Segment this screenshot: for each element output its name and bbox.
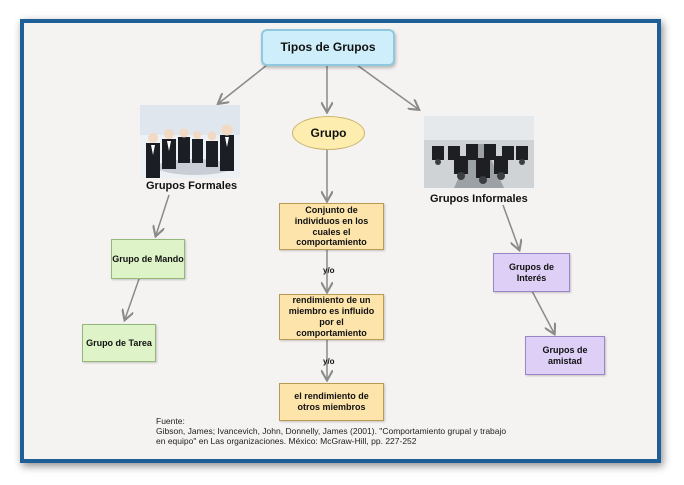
connector-arrows bbox=[24, 64, 657, 459]
grupos-informales-label: Grupos Informales bbox=[430, 193, 528, 205]
source-heading: Fuente: bbox=[156, 416, 185, 426]
center-box-3: el rendimiento de otros miembros bbox=[279, 383, 384, 421]
center-box-2: rendimiento de un miembro es influido po… bbox=[279, 294, 384, 340]
grupos-formales-label: Grupos Formales bbox=[146, 180, 238, 192]
arrow-interes-to-amistad bbox=[531, 290, 554, 333]
diagram-title: Tipos de Grupos bbox=[261, 29, 395, 66]
grupo-oval: Grupo bbox=[292, 116, 365, 150]
source-line-2: en equipo" en Las organizaciones. México… bbox=[156, 436, 417, 447]
grupos-de-interes-box: Grupos de Interés bbox=[493, 253, 570, 292]
connector-yo-1: y/o bbox=[323, 266, 335, 275]
motorcycle-group-photo bbox=[424, 116, 534, 188]
source-citation: Fuente: Gibson, James; Ivancevich, John,… bbox=[156, 416, 556, 447]
grupo-de-tarea-box: Grupo de Tarea bbox=[82, 324, 156, 362]
arrow-title-to-formales bbox=[219, 64, 268, 103]
arrow-title-to-informales bbox=[356, 64, 418, 109]
arrow-informales-to-interes bbox=[502, 204, 519, 249]
concept-map-frame: Tipos de Grupos Grupo bbox=[20, 19, 661, 463]
grupos-de-amistad-box: Grupos de amistad bbox=[525, 336, 605, 375]
arrow-formales-to-mando bbox=[156, 194, 170, 235]
concept-map-canvas: Tipos de Grupos Grupo bbox=[24, 23, 657, 459]
source-line-1: Gibson, James; Ivancevich, John, Donnell… bbox=[156, 426, 507, 437]
arrow-mando-to-tarea bbox=[125, 278, 140, 319]
business-people-photo bbox=[140, 105, 240, 178]
connector-yo-2: y/o bbox=[323, 357, 335, 366]
center-box-1: Conjunto de individuos en los cuales el … bbox=[279, 203, 384, 250]
grupo-de-mando-box: Grupo de Mando bbox=[111, 239, 185, 279]
